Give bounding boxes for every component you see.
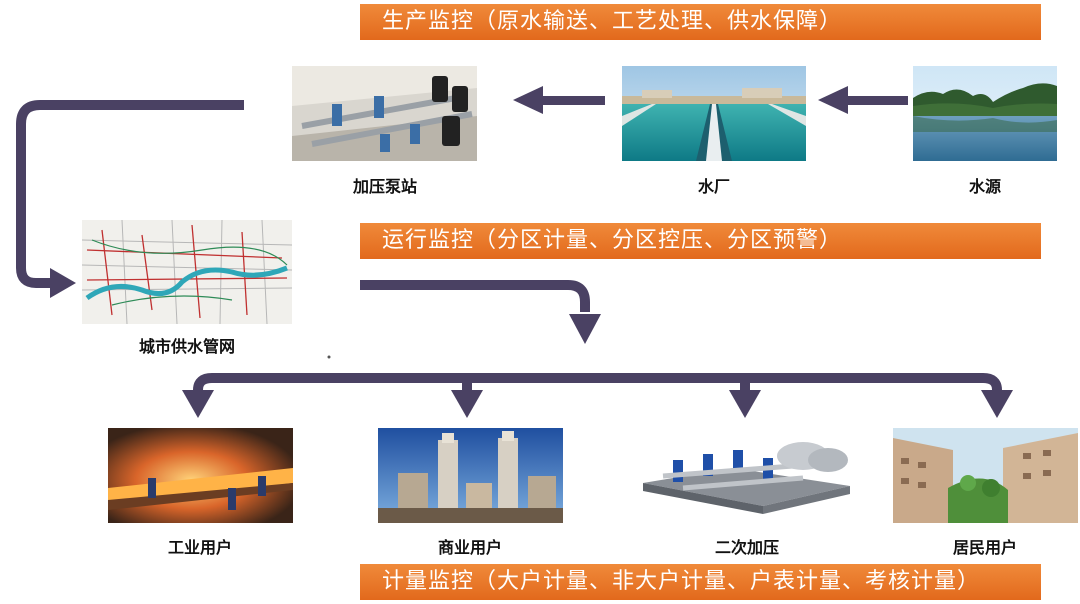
residential-users-photo xyxy=(893,428,1078,523)
arrow-plant-to-pump xyxy=(541,96,605,105)
branch-residential-head xyxy=(981,390,1013,418)
commercial-users-label: 商业用户 xyxy=(437,538,502,557)
industrial-users-photo xyxy=(108,428,293,523)
arrow-source-to-plant-head xyxy=(818,86,848,114)
water-plant-label: 水厂 xyxy=(697,177,730,196)
arrow-network-to-users-head xyxy=(569,314,601,344)
pump-station-photo xyxy=(292,66,477,161)
water-source-label: 水源 xyxy=(968,177,1001,196)
branch-industrial-head xyxy=(182,390,214,418)
arrow-pump-to-network xyxy=(16,100,244,288)
stray-dot xyxy=(327,355,331,359)
branch-secondary-head xyxy=(729,390,761,418)
water-plant-photo xyxy=(622,66,806,161)
arrow-plant-to-pump-head xyxy=(513,86,543,114)
industrial-users-label: 工业用户 xyxy=(167,538,232,557)
residential-users-label: 居民用户 xyxy=(952,538,1017,557)
distribution-bar xyxy=(193,373,1002,392)
secondary-pressurization-label: 二次加压 xyxy=(714,538,779,557)
arrow-pump-to-network-head xyxy=(50,268,76,298)
water-source-photo xyxy=(913,66,1057,161)
branch-commercial-head xyxy=(451,390,483,418)
arrow-network-to-users xyxy=(360,280,590,312)
city-network-label: 城市供水管网 xyxy=(138,337,235,356)
secondary-pressurization-photo xyxy=(643,428,850,523)
city-network-map xyxy=(82,220,292,324)
pump-station-label: 加压泵站 xyxy=(352,177,417,196)
arrow-source-to-plant xyxy=(846,96,908,105)
operation-monitoring-banner: 运行监控（分区计量、分区控压、分区预警） xyxy=(360,223,1041,259)
production-monitoring-banner: 生产监控（原水输送、工艺处理、供水保障） xyxy=(360,4,1041,40)
branch-commercial xyxy=(740,378,750,392)
commercial-users-photo xyxy=(378,428,563,523)
metering-monitoring-banner: 计量监控（大户计量、非大户计量、户表计量、考核计量） xyxy=(360,564,1041,600)
branch-industrial xyxy=(462,378,472,392)
